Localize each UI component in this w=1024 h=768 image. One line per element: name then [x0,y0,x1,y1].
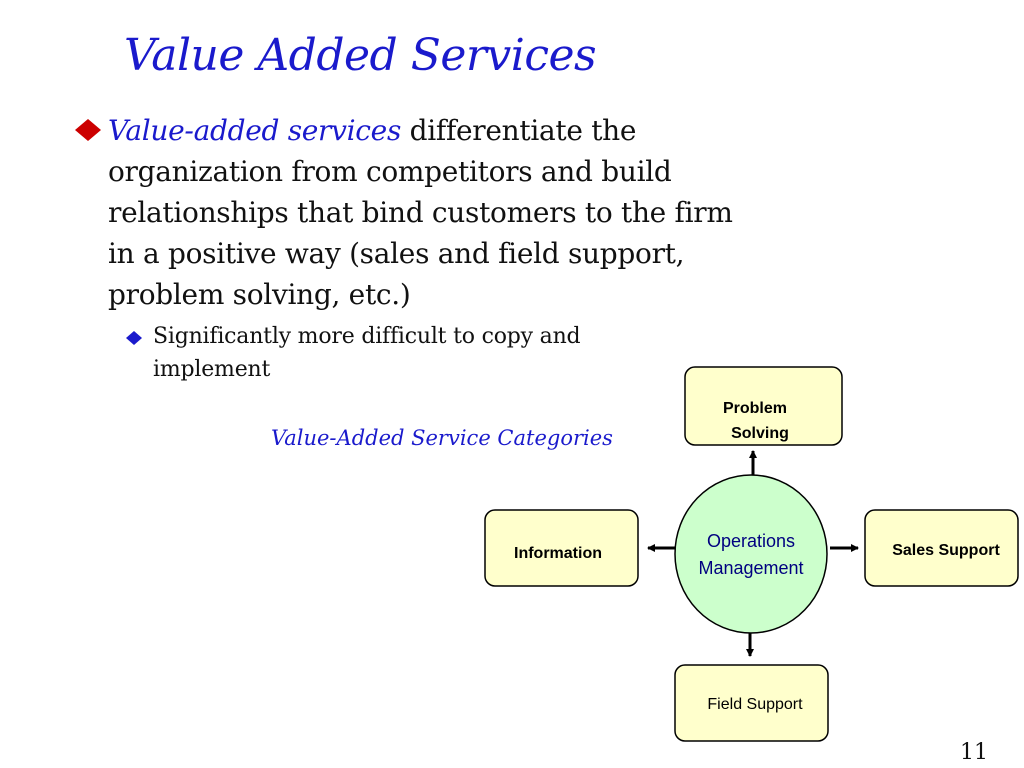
bullet-emphasis: Value-added services [108,114,402,147]
red-diamond-bullet-icon [75,119,101,141]
problem-solving-box: Problem Solving [684,366,843,446]
sub-bullet-text: Significantly more difficult to copy and… [153,324,581,382]
page-number: 11 [960,740,988,765]
information-box: Information [484,509,639,587]
operations-management-circle: Operations Management [674,474,828,634]
slide-title: Value Added Services [124,30,597,81]
diagram-caption: Value-Added Service Categories [271,426,613,450]
circle-label-line2: Management [698,558,803,578]
sales-support-label: Sales Support [892,542,1000,559]
main-bullet-text: Value-added services differentiate the o… [108,110,748,315]
information-label: Information [514,545,602,562]
blue-diamond-bullet-icon [126,331,142,345]
sales-support-box: Sales Support [864,509,1019,587]
problem-solving-line1: Problem [723,400,787,417]
field-support-box: Field Support [674,664,829,742]
bullet-body: differentiate the organization from comp… [108,114,733,311]
problem-solving-line2: Solving [731,425,789,442]
circle-label-line1: Operations [707,531,795,551]
field-support-label: Field Support [707,696,803,713]
